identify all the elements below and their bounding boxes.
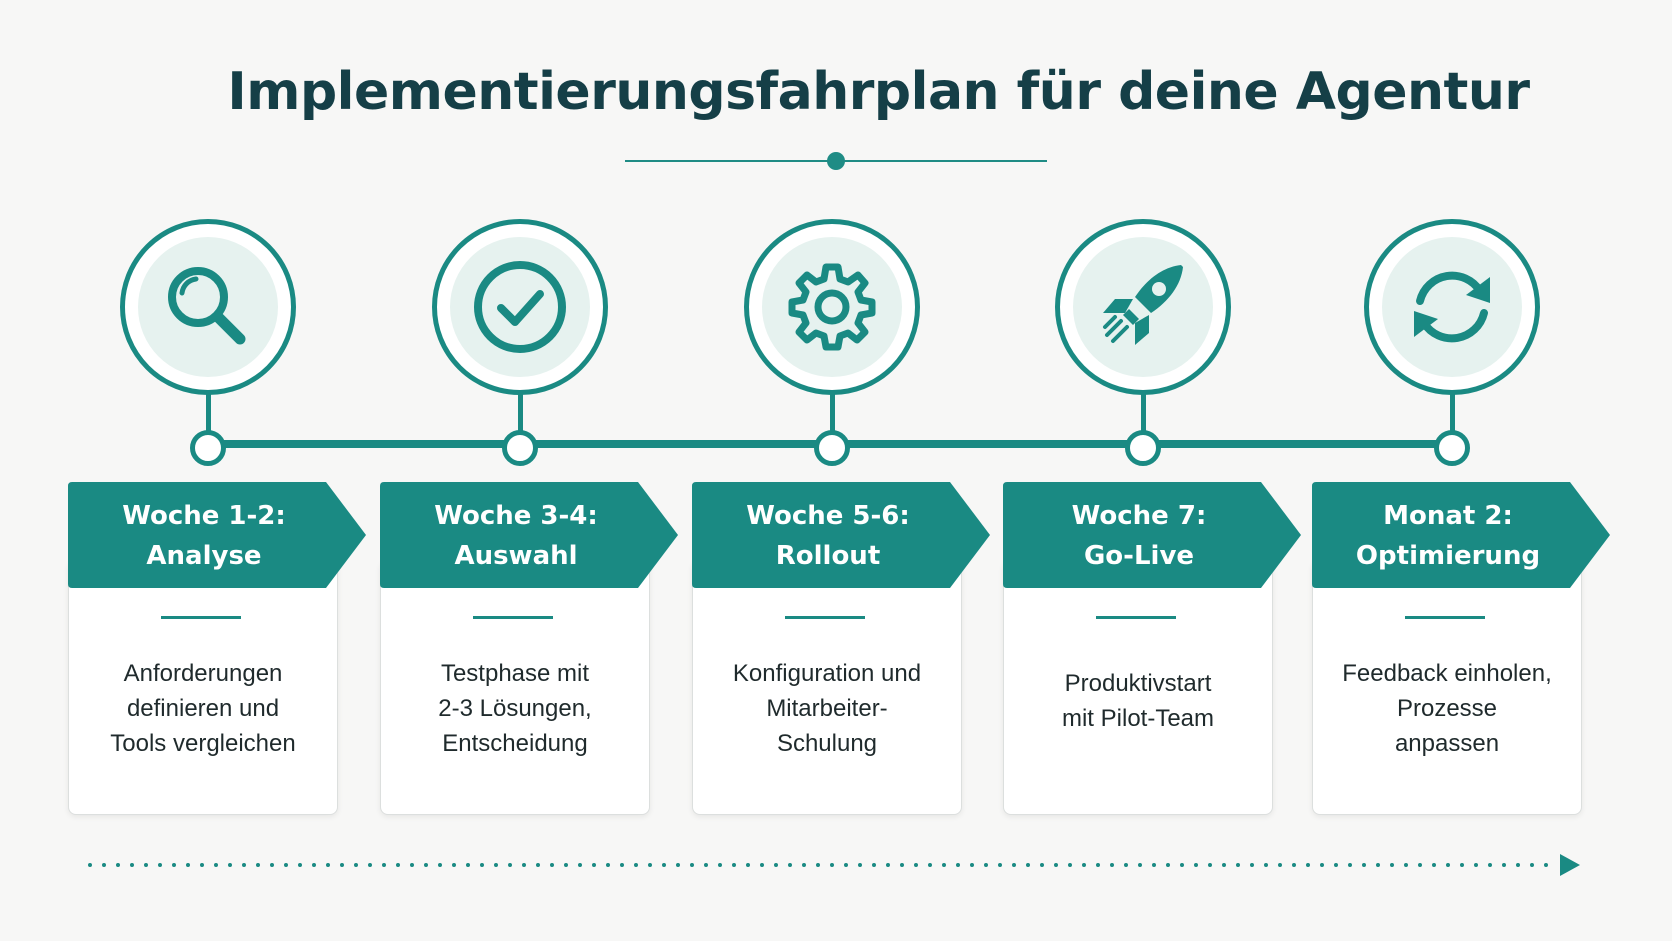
step-label: Woche 7: Go-Live	[1071, 501, 1207, 571]
gear-icon	[788, 263, 876, 351]
step-card: Produktivstart mit Pilot-Team	[1003, 560, 1273, 815]
timeline-step-2: Testphase mit 2-3 Lösungen, Entscheidung…	[380, 0, 680, 941]
step-label: Woche 1-2: Analyse	[122, 501, 286, 571]
page-title: Implementierungsfahrplan für deine Agent…	[227, 62, 1530, 122]
step-card: Feedback einholen, Prozesse anpassen	[1312, 560, 1582, 815]
step-description: Feedback einholen, Prozesse anpassen	[1342, 660, 1552, 757]
timeline-step-1: Anforderungen definieren und Tools vergl…	[68, 0, 368, 941]
step-icon-circle	[432, 219, 608, 395]
timeline-node	[1125, 430, 1161, 466]
step-description: Testphase mit 2-3 Lösungen, Entscheidung	[438, 660, 592, 757]
step-label: Woche 5-6: Rollout	[746, 501, 910, 571]
timeline-step-5: Feedback einholen, Prozesse anpassen Mon…	[1312, 0, 1612, 941]
timeline-node	[1434, 430, 1470, 466]
step-card: Testphase mit 2-3 Lösungen, Entscheidung	[380, 560, 650, 815]
timeline-step-3: Konfiguration und Mitarbeiter- Schulung …	[692, 0, 992, 941]
timeline-node	[190, 430, 226, 466]
step-card: Konfiguration und Mitarbeiter- Schulung	[692, 560, 962, 815]
step-banner: Monat 2: Optimierung	[1312, 482, 1610, 588]
rocket-icon	[1103, 265, 1183, 345]
timeline-node	[814, 430, 850, 466]
step-card: Anforderungen definieren und Tools vergl…	[68, 560, 338, 815]
step-label: Woche 3-4: Auswahl	[434, 501, 598, 571]
step-icon-circle	[1364, 219, 1540, 395]
step-description: Produktivstart mit Pilot-Team	[1061, 670, 1215, 732]
step-description: Anforderungen definieren und Tools vergl…	[110, 660, 296, 757]
title-divider	[625, 152, 1047, 170]
step-banner: Woche 1-2: Analyse	[68, 482, 366, 588]
step-icon-circle	[1055, 219, 1231, 395]
magnifier-icon	[168, 267, 246, 345]
step-description: Konfiguration und Mitarbeiter- Schulung	[732, 660, 922, 757]
step-icon-circle	[120, 219, 296, 395]
timeline-step-4: Produktivstart mit Pilot-Team Woche 7: G…	[1003, 0, 1303, 941]
refresh-icon	[1414, 271, 1490, 343]
timeline-node	[502, 430, 538, 466]
step-label: Monat 2: Optimierung	[1355, 501, 1541, 571]
step-icon-circle	[744, 219, 920, 395]
step-banner: Woche 7: Go-Live	[1003, 482, 1301, 588]
step-banner: Woche 5-6: Rollout	[692, 482, 990, 588]
progress-arrow	[88, 854, 1580, 876]
step-banner: Woche 3-4: Auswahl	[380, 482, 678, 588]
checkmark-icon	[474, 261, 566, 353]
